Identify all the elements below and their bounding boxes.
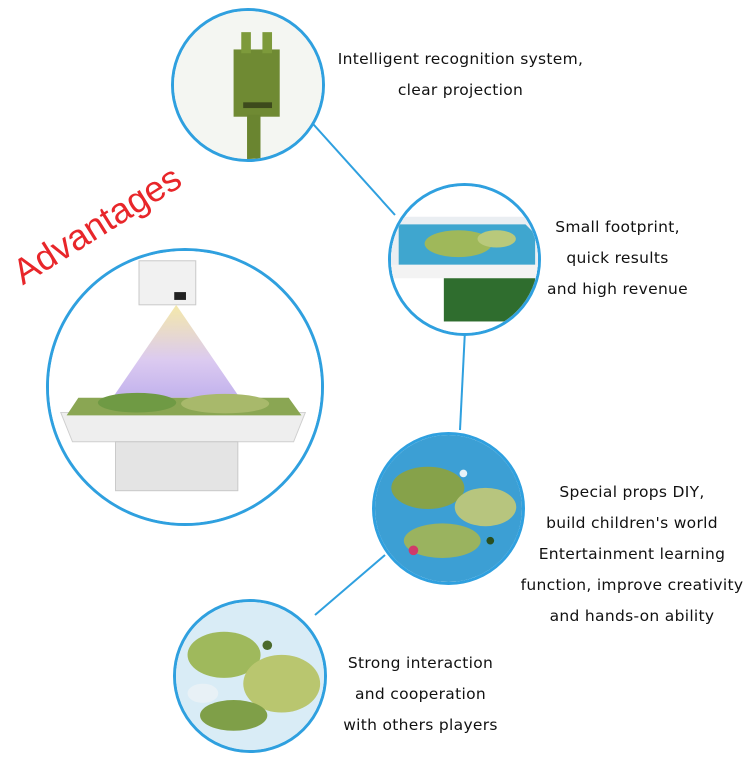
caption-line: function, improve creativity [520, 576, 744, 594]
sand-landscape-image [375, 435, 522, 582]
caption-footprint: Small footprint, quick results and high … [540, 212, 695, 305]
caption-line: quick results [566, 249, 669, 267]
caption-line: Strong interaction [347, 654, 494, 672]
caption-line: Intelligent recognition system, [337, 50, 584, 68]
interaction-image [176, 602, 324, 750]
caption-line: and high revenue [546, 280, 689, 298]
projector-table-image [49, 251, 321, 523]
projector-stand-circle [171, 8, 325, 162]
caption-line: Entertainment learning [538, 545, 726, 563]
caption-recognition: Intelligent recognition system, clear pr… [333, 44, 588, 106]
caption-line: clear projection [397, 81, 524, 99]
caption-line: build children's world [546, 514, 718, 532]
caption-line: with others players [343, 716, 498, 734]
caption-interaction: Strong interaction and cooperation with … [333, 648, 508, 741]
connector-table-to-sand [459, 329, 466, 431]
caption-line: and hands-on ability [549, 607, 715, 625]
projector-table-circle [46, 248, 324, 526]
projector-stand-image [174, 11, 322, 159]
sand-landscape-circle [372, 432, 525, 585]
caption-line: Small footprint, [555, 218, 680, 236]
caption-props: Special props DIY, build children's worl… [517, 477, 747, 632]
caption-line: Special props DIY, [559, 483, 705, 501]
connector-sand-to-bottom [314, 554, 386, 616]
interaction-circle [173, 599, 327, 753]
sand-table-image [391, 186, 538, 333]
connector-top-to-table [304, 114, 396, 216]
sand-table-circle [388, 183, 541, 336]
caption-line: and cooperation [354, 685, 486, 703]
